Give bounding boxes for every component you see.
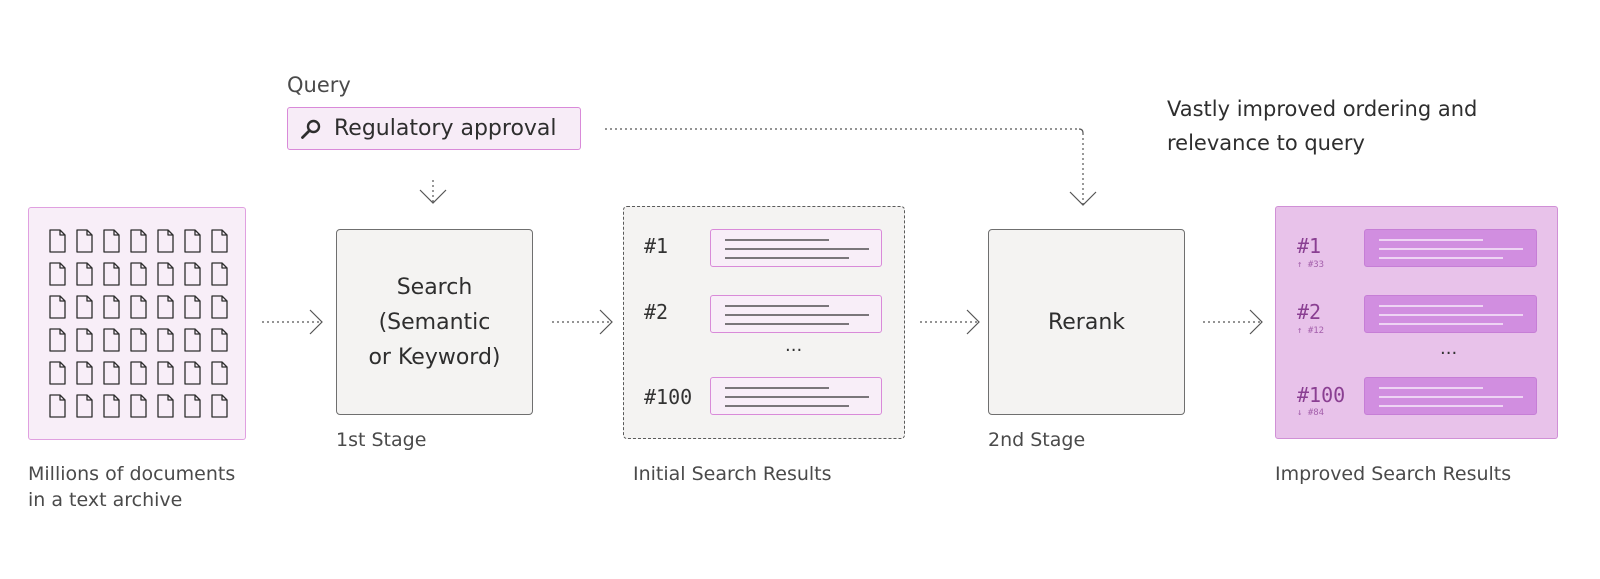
stage1-caption: 1st Stage	[336, 429, 427, 451]
document-icon	[157, 328, 174, 352]
document-icon	[211, 262, 228, 286]
document-icon	[103, 295, 120, 319]
document-icon	[130, 229, 147, 253]
initial-rank-1: #1	[644, 234, 669, 258]
document-icon	[211, 295, 228, 319]
document-icon	[76, 394, 93, 418]
search-icon	[300, 118, 322, 140]
stage2-caption: 2nd Stage	[988, 429, 1086, 451]
improved-note: Vastly improved ordering and relevance t…	[1167, 92, 1477, 160]
document-icon	[211, 229, 228, 253]
arrow-right-icon	[920, 309, 980, 335]
document-icon	[130, 361, 147, 385]
improved-result-card-1	[1364, 229, 1537, 267]
query-box: Regulatory approval	[287, 107, 581, 150]
document-icon	[157, 262, 174, 286]
document-icon	[49, 295, 66, 319]
rerank-label: Rerank	[1047, 309, 1126, 335]
arrow-down-icon	[419, 180, 447, 204]
initial-rank-2: #2	[644, 300, 669, 324]
improved-result-card-100	[1364, 377, 1537, 415]
document-icon	[211, 361, 228, 385]
document-icon	[184, 262, 201, 286]
document-icon	[157, 295, 174, 319]
text-lines-icon	[1379, 239, 1523, 259]
document-icon	[103, 328, 120, 352]
text-lines-icon	[725, 305, 869, 325]
document-grid	[49, 229, 228, 418]
query-to-rerank-connector	[605, 128, 1097, 206]
text-lines-icon	[725, 239, 869, 259]
initial-result-card-100	[710, 377, 882, 415]
document-icon	[211, 328, 228, 352]
document-archive	[28, 207, 246, 440]
search-stage-line3: or Keyword)	[368, 344, 501, 370]
query-text: Regulatory approval	[334, 116, 557, 141]
document-icon	[184, 361, 201, 385]
document-icon	[76, 328, 93, 352]
improved-rank-100: #100	[1297, 383, 1346, 407]
document-icon	[49, 361, 66, 385]
document-icon	[103, 229, 120, 253]
document-icon	[49, 229, 66, 253]
document-icon	[103, 394, 120, 418]
document-icon	[157, 229, 174, 253]
document-icon	[211, 394, 228, 418]
document-icon	[184, 229, 201, 253]
archive-caption-line2: in a text archive	[28, 489, 183, 511]
document-icon	[103, 361, 120, 385]
document-icon	[49, 328, 66, 352]
archive-caption: Millions of documents in a text archive	[28, 461, 235, 513]
archive-caption-line1: Millions of documents	[28, 463, 236, 485]
initial-result-card-2	[710, 295, 882, 333]
document-icon	[130, 394, 147, 418]
initial-ellipsis: ...	[785, 335, 803, 356]
document-icon	[184, 295, 201, 319]
arrow-right-icon	[552, 309, 613, 335]
search-stage-line1: Search	[396, 274, 473, 300]
document-icon	[76, 262, 93, 286]
text-lines-icon	[1379, 305, 1523, 325]
document-icon	[130, 328, 147, 352]
document-icon	[49, 262, 66, 286]
document-icon	[184, 394, 201, 418]
search-stage-box: Search (Semantic or Keyword)	[336, 229, 533, 415]
improved-prev-rank-1: ↑ #33	[1297, 260, 1325, 270]
improved-ellipsis: ...	[1440, 338, 1458, 359]
improved-note-line2: relevance to query	[1167, 131, 1365, 155]
rerank-stage-box: Rerank	[988, 229, 1185, 415]
initial-result-card-1	[710, 229, 882, 267]
document-icon	[49, 394, 66, 418]
text-lines-icon	[1379, 387, 1523, 407]
initial-results-caption: Initial Search Results	[633, 463, 832, 485]
document-icon	[184, 328, 201, 352]
improved-rank-2: #2	[1297, 300, 1322, 324]
improved-prev-rank-2: ↑ #12	[1297, 326, 1325, 336]
improved-results-caption: Improved Search Results	[1275, 463, 1512, 485]
document-icon	[130, 295, 147, 319]
document-icon	[76, 295, 93, 319]
improved-result-card-2	[1364, 295, 1537, 333]
document-icon	[103, 262, 120, 286]
search-stage-line2: (Semantic	[378, 309, 491, 335]
improved-note-line1: Vastly improved ordering and	[1167, 97, 1478, 121]
document-icon	[76, 229, 93, 253]
query-heading: Query	[287, 73, 351, 97]
initial-rank-100: #100	[644, 385, 693, 409]
arrow-right-icon	[1203, 309, 1263, 335]
improved-prev-rank-100: ↓ #84	[1297, 408, 1325, 418]
improved-rank-1: #1	[1297, 234, 1322, 258]
document-icon	[157, 361, 174, 385]
initial-results-panel: #1 #2 ... #100	[623, 206, 905, 439]
text-lines-icon	[725, 387, 869, 407]
document-icon	[130, 262, 147, 286]
arrow-right-icon	[262, 309, 323, 335]
document-icon	[76, 361, 93, 385]
improved-results-panel: #1 ↑ #33 #2 ↑ #12 ... #100 ↓ #84	[1275, 206, 1558, 439]
document-icon	[157, 394, 174, 418]
